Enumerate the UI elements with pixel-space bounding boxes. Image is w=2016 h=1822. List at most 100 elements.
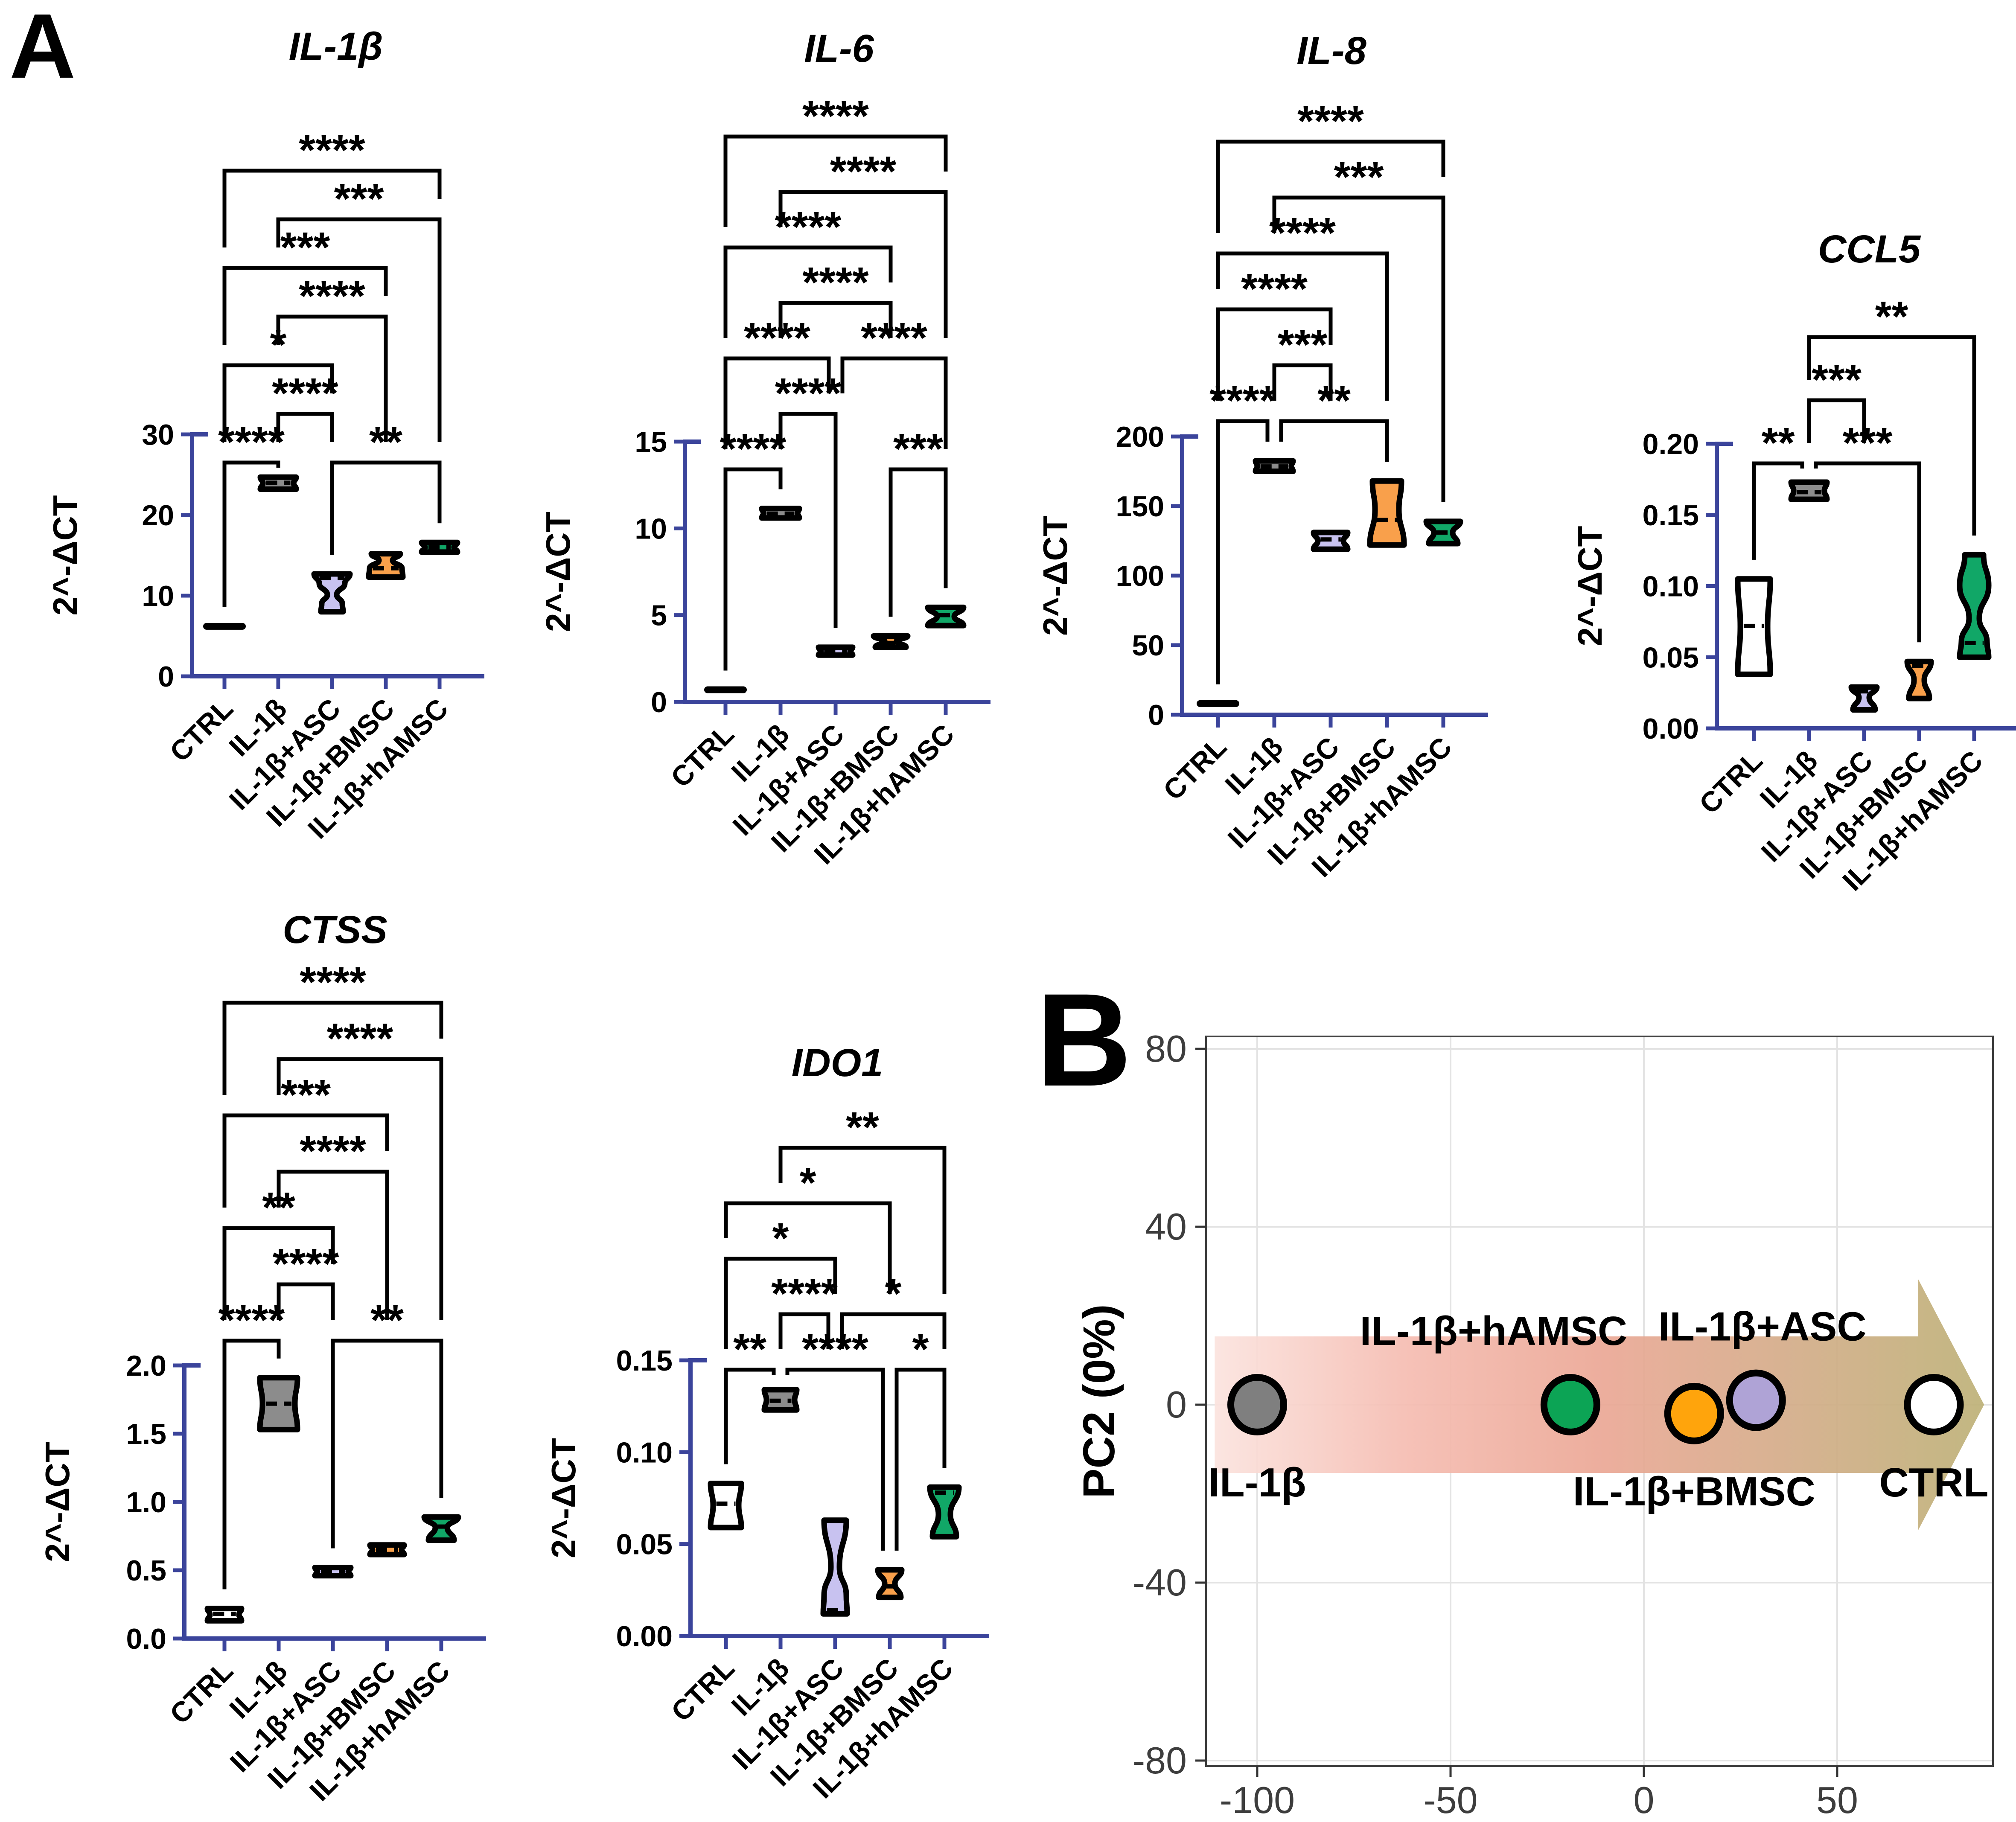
bracket-line [778,412,838,628]
significance-stars: ** [733,1325,766,1373]
significance-stars: *** [1843,419,1893,467]
point-circle [1227,1374,1287,1435]
violin-plot-CCL5: CCL52^-ΔCT0.000.050.100.150.20CTRLIL-1βI… [1571,227,2016,897]
x-tick-label: -100 [1220,1779,1295,1821]
significance-stars: * [772,1214,789,1262]
violin-IL-1β+ASC [311,571,353,615]
x-tick-label: 50 [1816,1779,1858,1821]
violin-IL-1β [257,1375,300,1432]
panel-a-label: A [9,0,76,97]
significance-bracket: ** [1279,377,1389,462]
significance-stars: **** [1241,265,1308,313]
significance-stars: ** [1317,377,1351,425]
y-tick-label: 0.10 [1643,570,1699,603]
significance-bracket: **** [723,92,948,227]
category-label: CTRL [664,718,740,794]
violin-IL-1β+hAMSC [419,539,460,555]
violin-body [366,551,406,580]
significance-bracket: *** [276,175,442,442]
violin-IL-1β+ASC [1311,530,1351,552]
bracket-line [1807,335,1976,536]
y-tick-label: 200 [1116,421,1164,453]
bracket-line [222,169,442,247]
significance-bracket: **** [272,370,338,442]
bracket-line [277,1057,443,1320]
significance-stars: **** [299,272,365,320]
y-tick-label: 30 [142,419,174,451]
violin-body [312,1565,354,1579]
violin-body [257,1375,300,1432]
significance-stars: * [912,1325,929,1373]
bracket-line [276,412,334,442]
significance-bracket: **** [218,1296,285,1589]
y-tick-label: 0.20 [1643,428,1699,460]
violin-IL-1β [257,474,299,492]
significance-stars: * [270,321,287,369]
bracket-line [723,134,948,227]
y-tick-label: 0.05 [1643,641,1699,674]
violin-IL-1β+hAMSC [1957,552,1992,660]
significance-stars: **** [1297,97,1364,145]
bracket-line [778,301,893,338]
violin-plot-IL1B: IL-1β2^-ΔCT0102030CTRLIL-1βIL-1β+ASCIL-1… [46,25,484,845]
bracket-line [723,245,893,338]
point-label: IL-1β+hAMSC [1360,1308,1628,1354]
bracket-line [778,1146,947,1294]
y-tick-label: 5 [651,600,667,632]
y-tick-label: 1.5 [126,1418,166,1450]
bracket-line [723,467,783,671]
violin-body [1788,479,1830,502]
violin-CTRL [708,1481,744,1531]
significance-stars: **** [830,148,897,195]
violin-IL-1β+BMSC [366,551,406,580]
significance-stars: ** [1875,293,1908,341]
pca-point-IL-1β+ASC: IL-1β+ASC [1658,1304,1867,1431]
significance-stars: **** [802,259,869,306]
significance-bracket: *** [1807,356,1866,443]
y-tick-label: 0.00 [1643,713,1699,745]
significance-stars: ** [1762,419,1795,467]
panel-b-label: B [1036,966,1132,1114]
violin-plot-IL8: IL-82^-ΔCT050100150200CTRLIL-1βIL-1β+ASC… [1036,29,1488,883]
violin-IL-1β+ASC [1848,684,1880,713]
violin-IL-1β+BMSC [1367,478,1407,548]
significance-stars: **** [1209,377,1276,425]
violin-IL-1β+BMSC [871,633,911,650]
plot-title: CTSS [283,908,387,952]
y-tick-label: 0.15 [616,1345,673,1377]
significance-bracket: *** [222,224,388,345]
y-tick-label: 10 [635,512,667,545]
y-tick-label: 0.00 [616,1620,673,1653]
significance-bracket: **** [218,418,285,607]
significance-bracket: ** [222,1184,335,1320]
violin-IL-1β+hAMSC [1423,518,1463,547]
y-tick-label: 0.10 [616,1436,673,1469]
y-tick-label: -40 [1133,1561,1187,1604]
violin-IL-1β+BMSC [875,1567,905,1601]
significance-bracket: **** [1216,265,1333,401]
y-tick-label: 2.0 [126,1350,166,1382]
bracket-line [840,356,948,449]
violin-IL-1β [1253,458,1296,474]
bracket-line [1216,307,1333,401]
violin-IL-1β+hAMSC [421,1514,461,1543]
panel-border [1205,1036,1994,1767]
violin-IL-1β+ASC [820,1517,850,1617]
significance-bracket: **** [1216,97,1445,233]
violin-plot-IL6: IL-62^-ΔCT051015CTRLIL-1βIL-1β+ASCIL-1β+… [539,27,991,870]
violin-IL-1β [761,1387,800,1413]
significance-stars: **** [218,1296,285,1344]
significance-stars: *** [280,224,330,271]
y-axis-label: PC2 (0%) [1074,1304,1124,1498]
bracket-line [222,1226,335,1320]
y-tick-label: 10 [142,580,174,612]
axis-lines [683,439,991,704]
bracket-line [889,467,948,617]
y-tick-label: 0.0 [126,1623,166,1655]
significance-bracket: * [724,1159,892,1294]
violin-body [204,1606,245,1624]
category-label: CTRL [1693,745,1768,820]
significance-bracket: **** [222,126,442,247]
